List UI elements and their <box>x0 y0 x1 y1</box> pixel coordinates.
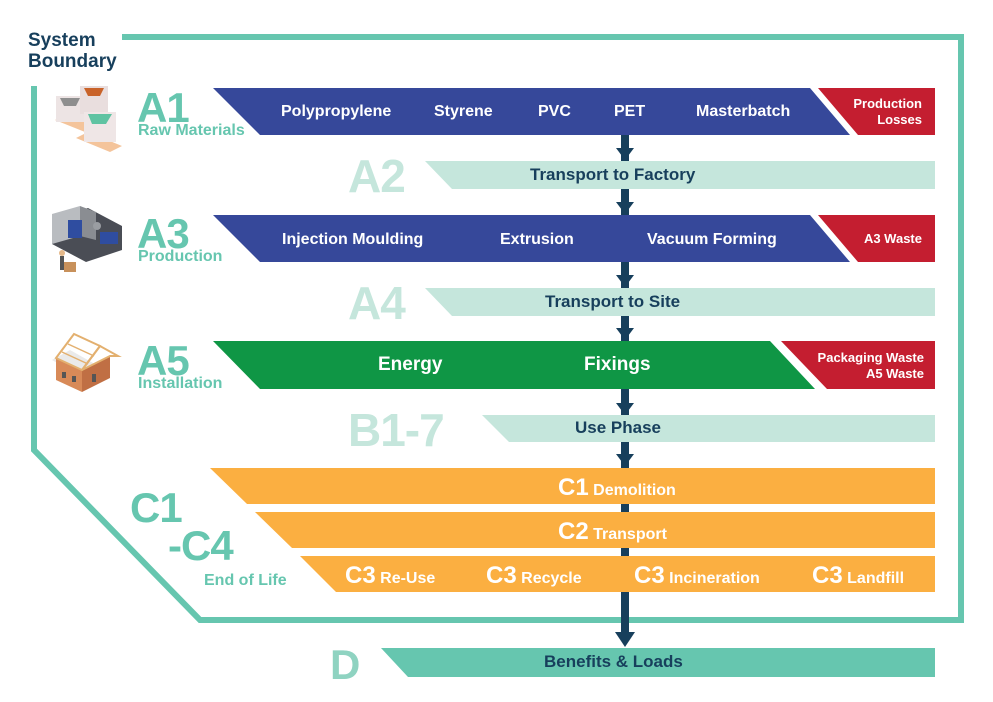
a5-code: A5 <box>137 337 190 384</box>
a1-band <box>213 88 850 135</box>
c3-reuse-label: C3 Re-Use <box>345 562 435 590</box>
c3-incineration-code: C3 <box>634 562 665 589</box>
house-frame-icon <box>52 332 122 392</box>
d-band <box>381 648 935 677</box>
a3-item-vacuum-forming: Vacuum Forming <box>647 231 777 248</box>
a5-waste-band <box>781 341 935 389</box>
a2-band <box>425 161 935 189</box>
a5-waste-line-1: Packaging Waste <box>817 350 924 365</box>
a3-code: A3 <box>137 210 190 257</box>
a2-label: Transport to Factory <box>530 165 696 184</box>
a4-band <box>425 288 935 316</box>
c2-band <box>255 512 935 548</box>
c-name: End of Life <box>204 572 287 589</box>
c1-text: Demolition <box>593 482 676 499</box>
a3-item-injection-moulding: Injection Moulding <box>282 231 424 248</box>
a3-item-extrusion: Extrusion <box>500 231 574 248</box>
d-label: Benefits & Loads <box>544 652 683 671</box>
a3-waste-label: A3 Waste <box>864 231 922 247</box>
a1-item-pvc: PVC <box>538 103 571 120</box>
c3-reuse-code: C3 <box>345 562 376 589</box>
injection-machine-icon <box>52 206 122 272</box>
d-code: D <box>330 641 360 688</box>
c-code-line-2: -C4 <box>168 522 234 569</box>
a5-waste-line-2: A5 Waste <box>865 366 924 381</box>
a1-code: A1 <box>137 84 190 131</box>
title-line-1: System <box>28 30 96 51</box>
c3-incineration-text: Incineration <box>669 570 760 587</box>
a3-waste-band <box>818 215 935 262</box>
c3-reuse-text: Re-Use <box>380 570 436 587</box>
a3-waste-line-1: A3 Waste <box>863 231 922 246</box>
a1-item-polypropylene: Polypropylene <box>281 103 392 120</box>
c3-landfill-code: C3 <box>812 562 843 589</box>
a3-band <box>213 215 850 262</box>
b-band <box>482 415 935 442</box>
arrow-a4-a5 <box>616 328 634 340</box>
a1-item-pet: PET <box>614 103 646 120</box>
a1-waste-line-2: Losses <box>877 112 922 127</box>
a5-name: Installation <box>138 375 223 392</box>
a1-waste-label: Production Losses <box>853 96 922 128</box>
c3-landfill-text: Landfill <box>847 570 905 587</box>
a1-item-styrene: Styrene <box>434 103 493 120</box>
c3-recycle-code: C3 <box>486 562 517 589</box>
title-line-2: Boundary <box>28 51 117 72</box>
c3-band <box>300 556 935 592</box>
arrow-a2-a3 <box>616 202 634 214</box>
a4-label: Transport to Site <box>545 292 681 311</box>
c-code-line-1: C1 <box>130 484 183 531</box>
c3-recycle-text: Recycle <box>521 570 582 587</box>
arrow-a3-a4 <box>616 275 634 287</box>
c2-code: C2 <box>558 518 589 545</box>
c1-band <box>210 468 935 504</box>
bulk-bags-icon <box>55 86 122 152</box>
c1-code: C1 <box>558 474 589 501</box>
a4-code: A4 <box>348 277 406 329</box>
a5-waste-label: Packaging Waste A5 Waste <box>818 350 924 382</box>
a5-band <box>213 341 815 389</box>
arrow-b-c <box>616 454 634 466</box>
c1-label: C1 Demolition <box>558 474 676 502</box>
arrow-a5-b <box>616 403 634 415</box>
a1-waste-band <box>818 88 935 135</box>
c3-landfill-label: C3 Landfill <box>812 562 904 590</box>
c2-label: C2 Transport <box>558 518 667 546</box>
c3-recycle-label: C3 Recycle <box>486 562 582 590</box>
a1-item-masterbatch: Masterbatch <box>696 103 791 120</box>
a5-item-energy: Energy <box>378 354 443 375</box>
arrow-c-d <box>615 632 635 647</box>
a3-name: Production <box>138 248 223 265</box>
a5-item-fixings: Fixings <box>584 354 651 375</box>
c3-incineration-label: C3 Incineration <box>634 562 760 590</box>
system-boundary-line <box>31 34 964 623</box>
a2-code: A2 <box>348 150 406 202</box>
b-label: Use Phase <box>575 418 661 437</box>
a1-name: Raw Materials <box>138 122 245 139</box>
b-code: B1-7 <box>348 404 445 456</box>
a1-waste-line-1: Production <box>853 96 922 111</box>
c2-text: Transport <box>593 526 667 543</box>
system-boundary-title: System Boundary <box>28 30 117 72</box>
